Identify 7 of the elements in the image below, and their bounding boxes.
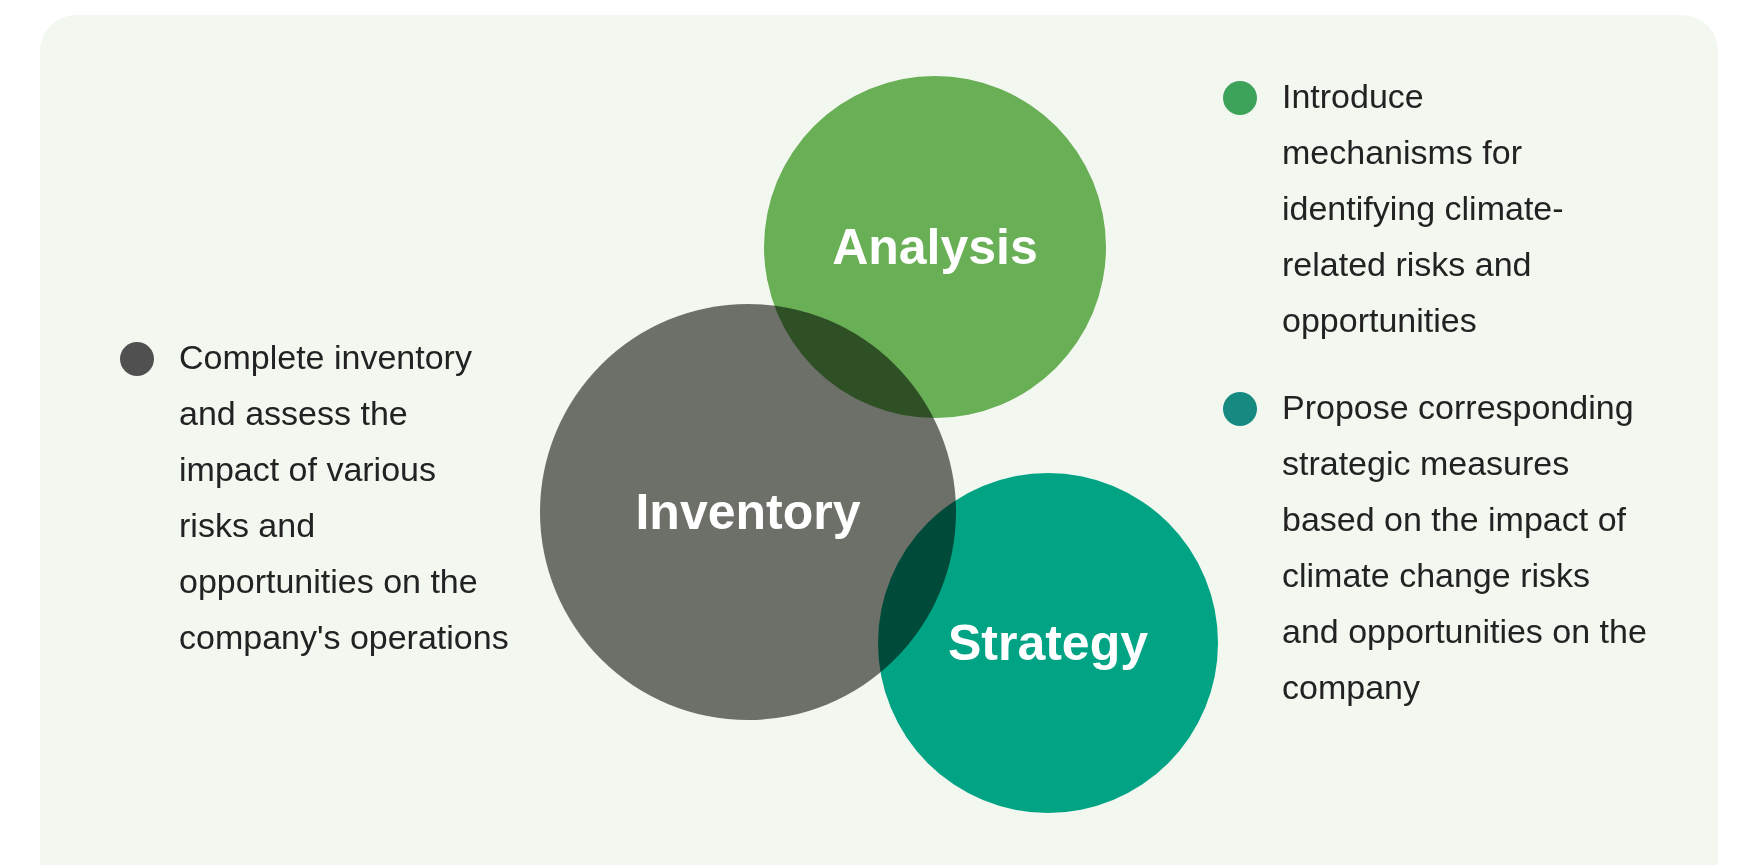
- circle-label: Analysis: [831, 218, 1039, 276]
- circle-label: Strategy: [946, 614, 1150, 672]
- legend-text: Propose corresponding strategic measures based on the impact of climate change risks and opportunities on the company: [1282, 387, 1648, 708]
- legend-text: Complete inventory and assess the impact of various risks and opportunities on the company's operations: [179, 337, 509, 658]
- legend-text: Introduce mechanisms for identifying climate-related risks and opportunities: [1282, 76, 1565, 341]
- circle-label: Inventory: [634, 483, 862, 541]
- venn-circle: [878, 473, 1218, 813]
